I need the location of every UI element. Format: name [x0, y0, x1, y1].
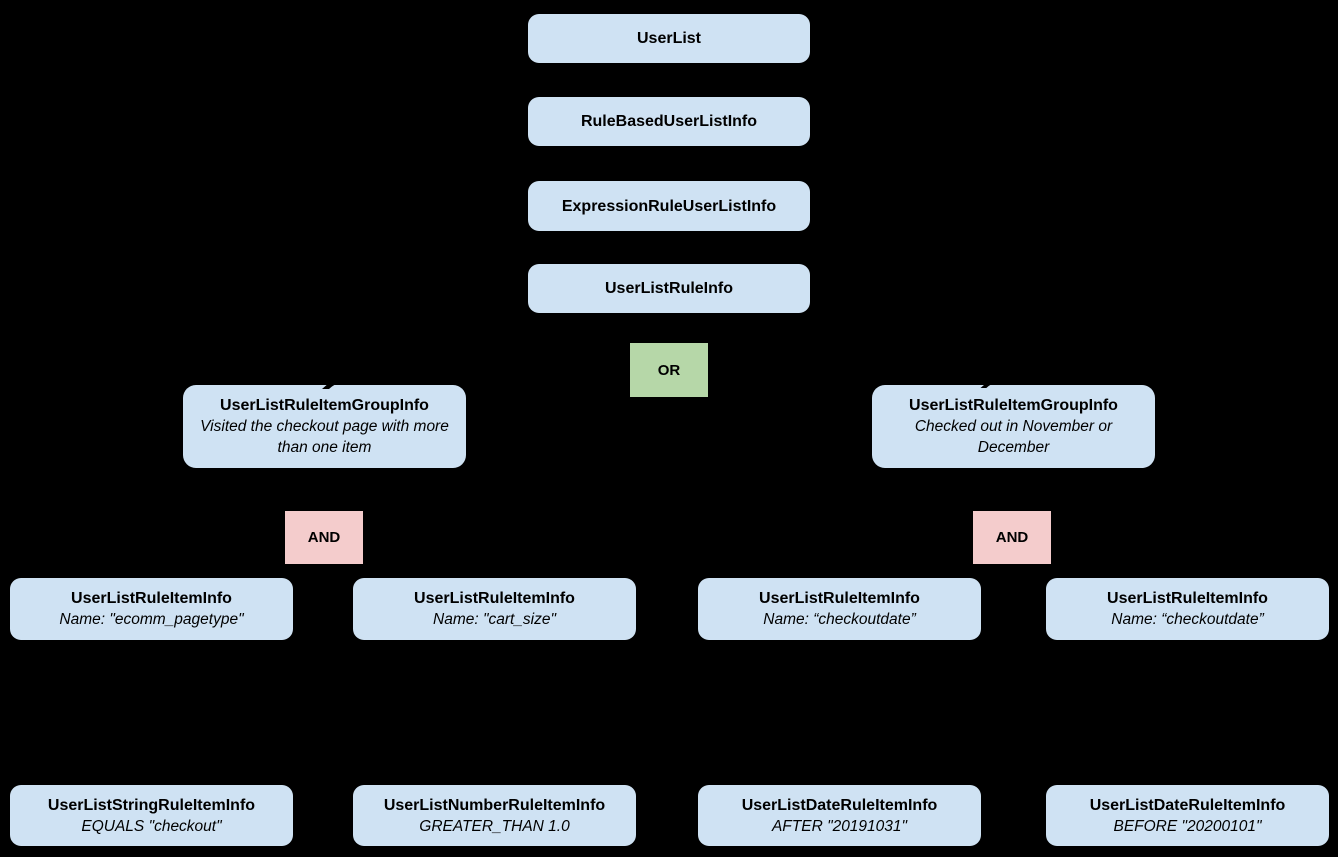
group-description: Checked out in November or December [914, 418, 1113, 456]
rule-item-title: UserListRuleItemInfo [1107, 590, 1268, 607]
operand-title: UserListNumberRuleItemInfo [383, 796, 606, 814]
rule-item-description: Name: “checkoutdate” [1111, 611, 1264, 628]
node-label: RuleBasedUserListInfo [580, 113, 758, 130]
node-rule-based-user-list-info: RuleBasedUserListInfo [528, 97, 810, 146]
rule-item-description: Name: "ecomm_pagetype" [59, 611, 244, 628]
and-operator-label: AND [995, 529, 1029, 546]
group-node-checkout-page: UserListRuleItemGroupInfo Visited the ch… [183, 385, 466, 468]
operand-node-number-greater-than: UserListNumberRuleItemInfo GREATER_THAN … [353, 785, 636, 846]
rule-item-title: UserListRuleItemInfo [759, 590, 920, 607]
operand-description: AFTER "20191031" [771, 817, 908, 835]
rule-item-title: UserListRuleItemInfo [71, 590, 232, 607]
operand-description: EQUALS "checkout" [81, 817, 222, 835]
operand-node-date-before: UserListDateRuleItemInfo BEFORE "2020010… [1046, 785, 1329, 846]
node-userlist: UserList [528, 14, 810, 63]
node-expression-rule-user-list-info: ExpressionRuleUserListInfo [528, 181, 810, 231]
operand-title: UserListDateRuleItemInfo [741, 796, 938, 814]
group-title: UserListRuleItemGroupInfo [220, 397, 429, 414]
and-operator-left: AND [285, 511, 363, 564]
node-label: ExpressionRuleUserListInfo [561, 197, 777, 215]
rule-item-node-ecomm-pagetype: UserListRuleItemInfo Name: "ecomm_pagety… [10, 578, 293, 640]
and-operator-right: AND [973, 511, 1051, 564]
operand-node-date-after: UserListDateRuleItemInfo AFTER "20191031… [698, 785, 981, 846]
rule-item-description: Name: “checkoutdate” [763, 611, 916, 628]
rule-item-node-checkoutdate-before: UserListRuleItemInfo Name: “checkoutdate… [1046, 578, 1329, 640]
rule-item-node-cart-size: UserListRuleItemInfo Name: "cart_size" [353, 578, 636, 640]
connector-arrowhead-icon [322, 371, 352, 389]
node-label: UserListRuleInfo [604, 280, 733, 297]
rule-item-title: UserListRuleItemInfo [414, 590, 575, 607]
rule-item-description: Name: "cart_size" [433, 611, 556, 628]
operand-description: GREATER_THAN 1.0 [419, 817, 570, 835]
operand-title: UserListStringRuleItemInfo [47, 796, 256, 814]
or-operator-label: OR [657, 361, 681, 379]
group-node-checkout-dates: UserListRuleItemGroupInfo Checked out in… [872, 385, 1155, 468]
or-operator: OR [630, 343, 708, 397]
node-label: UserList [636, 30, 702, 47]
operand-title: UserListDateRuleItemInfo [1089, 796, 1286, 814]
node-user-list-rule-info: UserListRuleInfo [528, 264, 810, 313]
operand-description: BEFORE "20200101" [1113, 817, 1262, 835]
operand-node-string-equals: UserListStringRuleItemInfo EQUALS "check… [10, 785, 293, 846]
connector-arrowhead-icon [980, 373, 1006, 388]
group-description: Visited the checkout page with more than… [200, 418, 449, 456]
and-operator-label: AND [307, 529, 341, 546]
rule-item-node-checkoutdate-after: UserListRuleItemInfo Name: “checkoutdate… [698, 578, 981, 640]
group-title: UserListRuleItemGroupInfo [909, 397, 1118, 414]
